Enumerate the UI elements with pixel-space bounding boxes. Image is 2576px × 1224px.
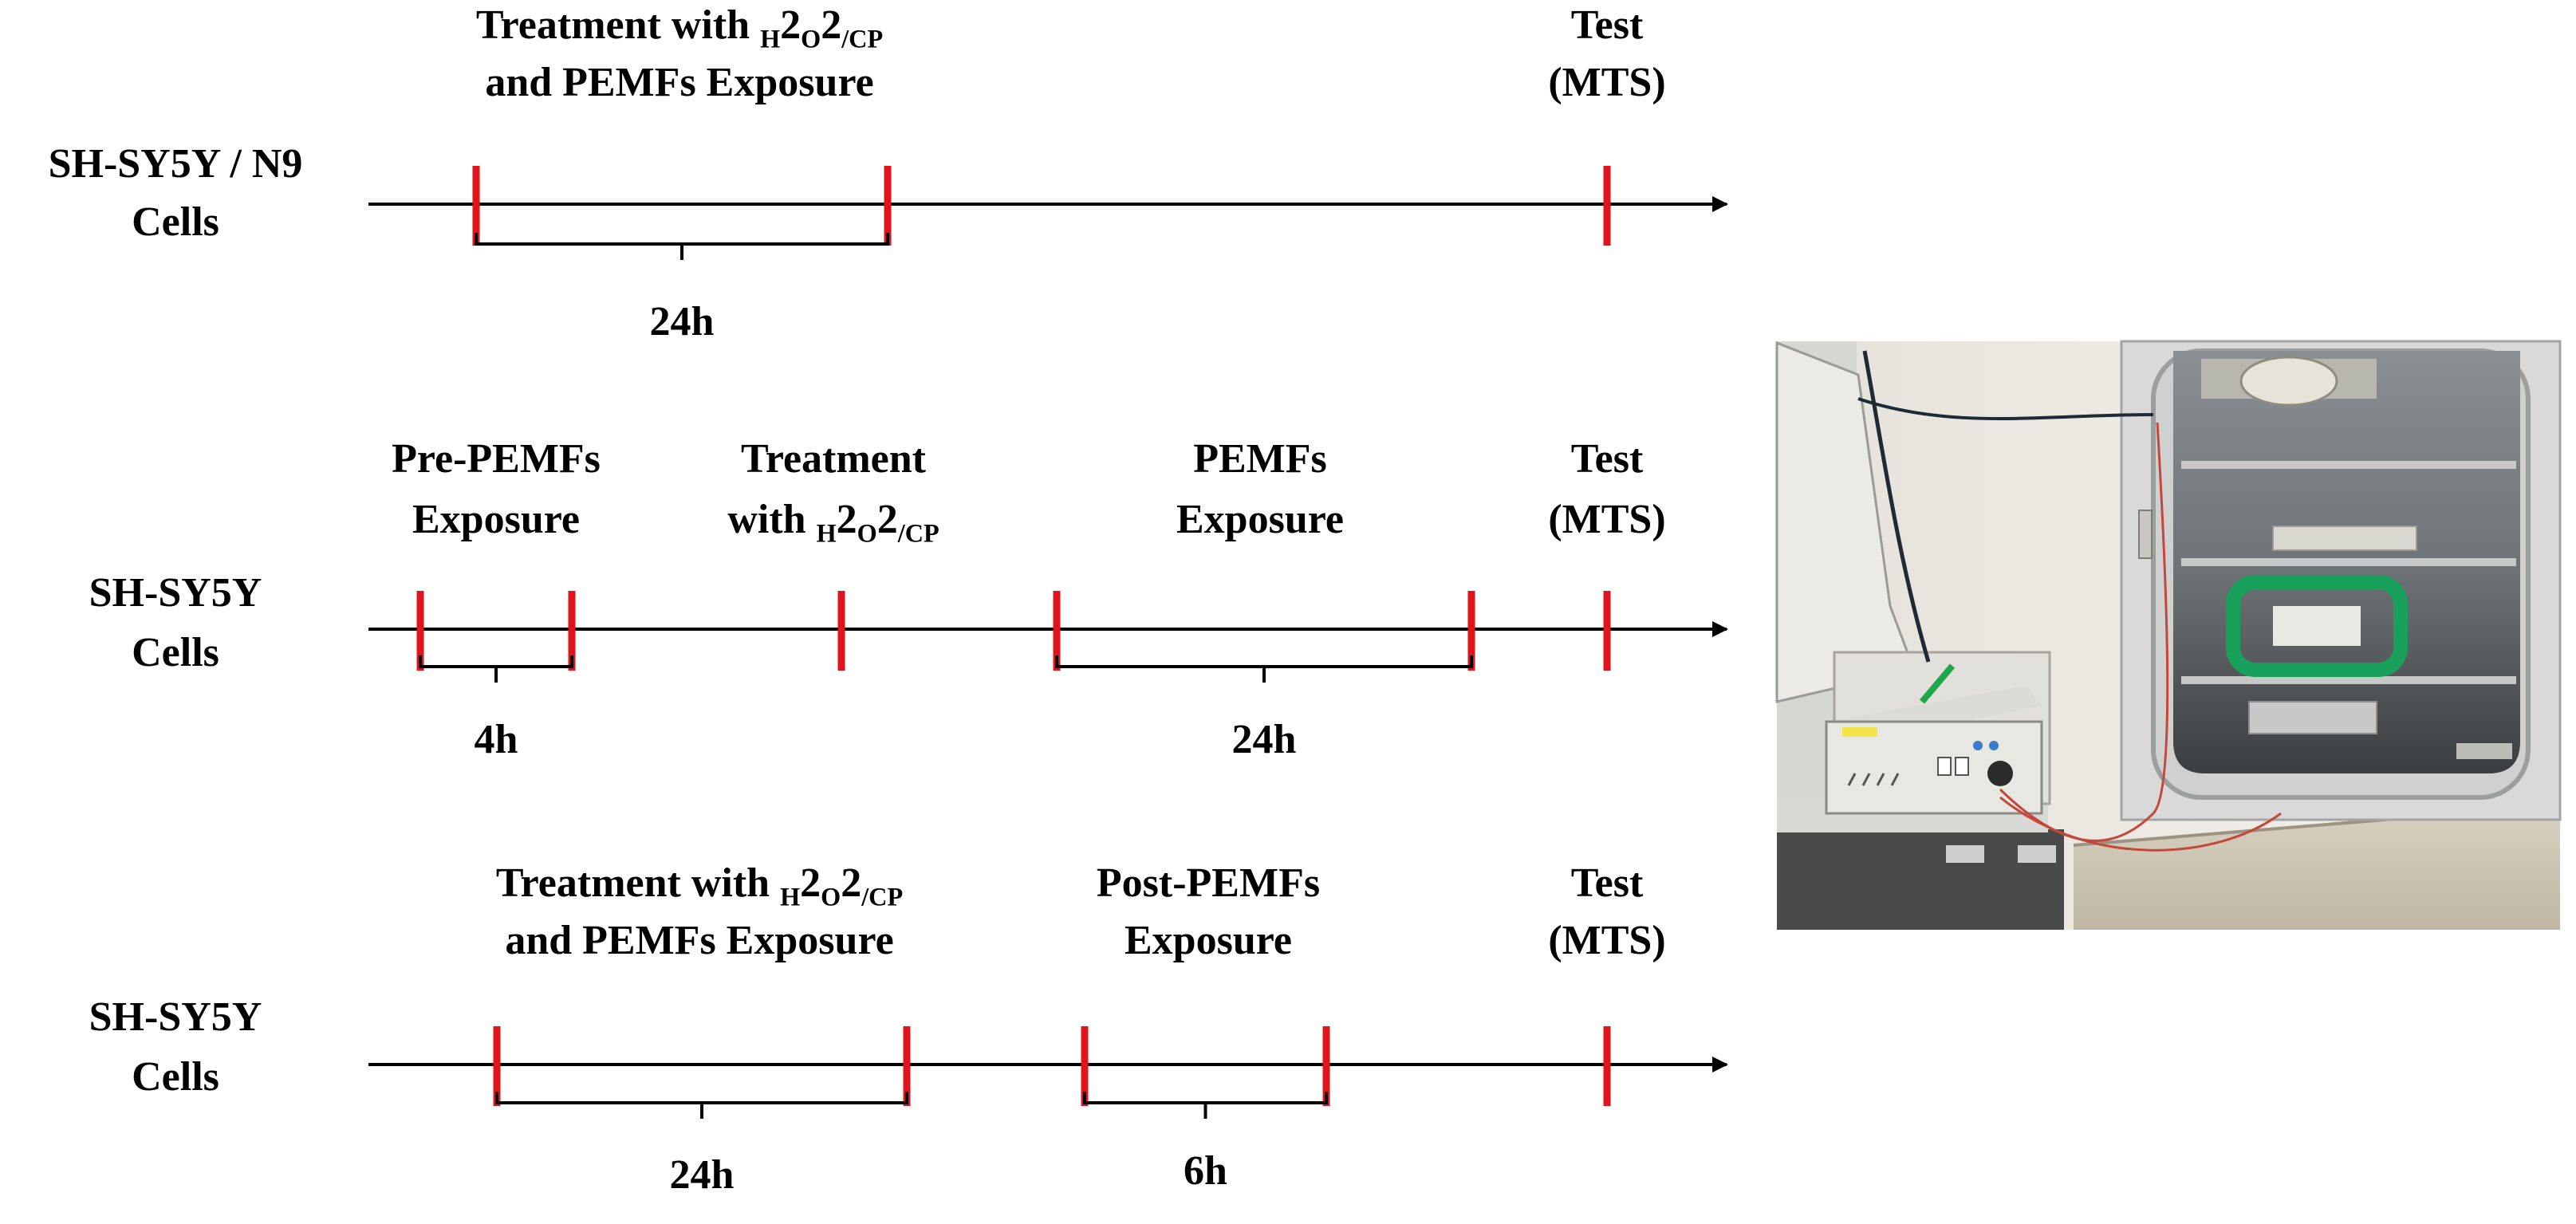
step-label: (MTS) — [1548, 60, 1665, 105]
duration-label: 6h — [1184, 1148, 1227, 1194]
step-label: Treatment with H2O2/CP — [476, 2, 883, 53]
step-label: Treatment — [741, 436, 927, 482]
step-label: (MTS) — [1548, 497, 1665, 542]
step-label: Exposure — [1176, 497, 1344, 542]
step-label: Exposure — [1125, 918, 1292, 963]
step-label: Post-PEMFs — [1097, 860, 1320, 906]
step-label: Pre-PEMFs — [392, 436, 601, 482]
duration-label: 24h — [670, 1152, 735, 1198]
duration-bracket — [1083, 1092, 1328, 1119]
duration-bracket — [475, 233, 889, 260]
duration-label: 24h — [650, 299, 715, 344]
step-label: (MTS) — [1548, 918, 1665, 963]
cell-line-label: Cells — [132, 1054, 219, 1100]
step-label: Test — [1571, 436, 1644, 482]
duration-bracket — [419, 655, 573, 683]
step-label: with H2O2/CP — [727, 497, 939, 547]
protocol-timeline-3: SH-SY5Y Cells Treatment with H2O2/CP and PE… — [89, 860, 1728, 1198]
cell-line-label: Cells — [132, 630, 219, 675]
step-label: PEMFs — [1193, 436, 1327, 482]
cell-line-label: SH-SY5Y — [89, 994, 262, 1040]
step-label: Exposure — [412, 497, 580, 542]
protocol-timeline-1: SH-SY5Y / N9 Cells Treatment with H2O2/CP a… — [49, 2, 1728, 344]
duration-label: 4h — [475, 717, 518, 762]
step-label: and PEMFs Exposure — [505, 918, 893, 963]
step-label: Test — [1571, 860, 1644, 906]
duration-bracket — [1055, 655, 1473, 683]
cell-line-label: SH-SY5Y / N9 — [49, 141, 303, 187]
step-label: Treatment with H2O2/CP — [496, 860, 903, 911]
incubator — [2120, 340, 2562, 821]
step-label: Test — [1571, 2, 1644, 48]
cell-line-label: SH-SY5Y — [89, 570, 262, 616]
incubator-with-pemf-generator-photo — [1775, 340, 2562, 930]
duration-bracket — [495, 1092, 908, 1119]
step-label: and PEMFs Exposure — [485, 60, 873, 105]
pemf-generator — [1825, 663, 2043, 815]
cell-line-label: Cells — [132, 199, 219, 245]
duration-label: 24h — [1232, 717, 1297, 762]
